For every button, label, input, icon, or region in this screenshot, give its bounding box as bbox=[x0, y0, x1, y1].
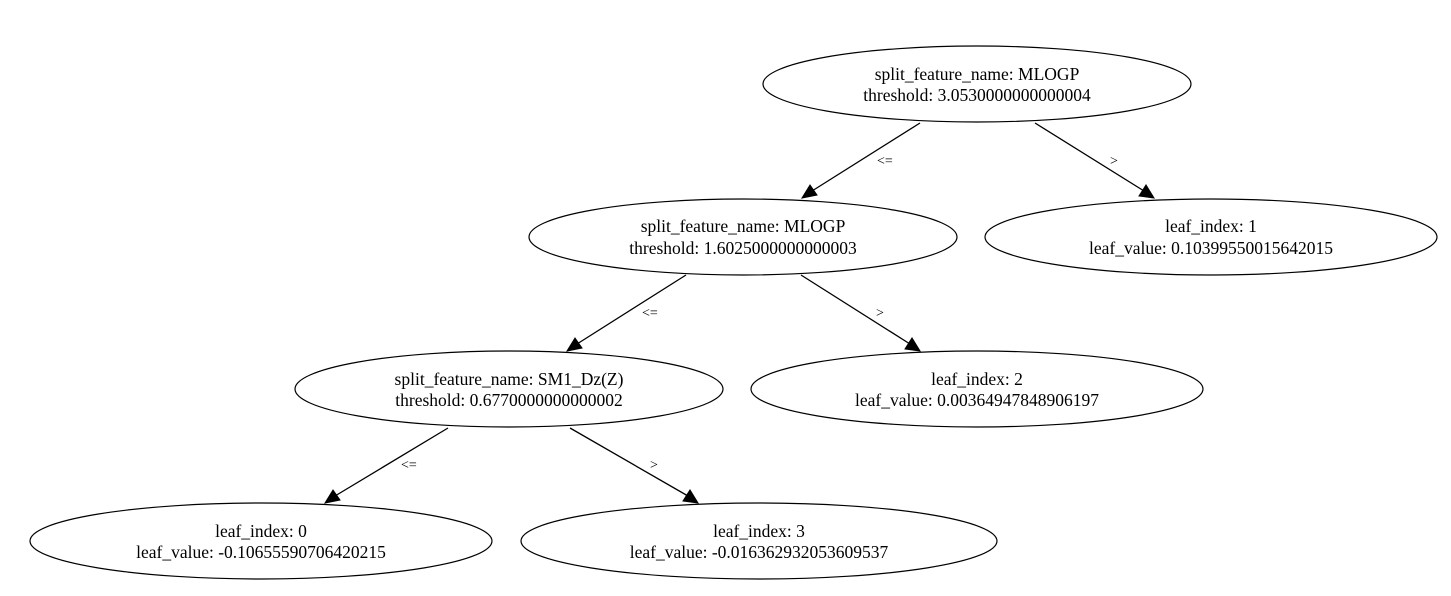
edge-split0-leaf1: > bbox=[1034, 122, 1155, 199]
leaf-node-ellipse bbox=[984, 198, 1438, 276]
edge-label: > bbox=[876, 306, 884, 321]
node-split0: split_feature_name: MLOGP threshold: 3.0… bbox=[762, 45, 1192, 123]
edge-line bbox=[576, 274, 687, 345]
edge-split2-leaf3: > bbox=[569, 427, 699, 504]
edge-split0-split1: <= bbox=[800, 122, 921, 199]
node-leaf-index-label: leaf_index: 2 bbox=[931, 369, 1023, 389]
node-leaf3: leaf_index: 3 leaf_value: -0.01636293205… bbox=[520, 502, 998, 580]
node-leaf-index-label: leaf_index: 1 bbox=[1165, 216, 1257, 236]
arrowhead-icon bbox=[323, 489, 341, 504]
node-leaf-value-label: leaf_value: 0.00364947848906197 bbox=[855, 390, 1099, 410]
edge-split1-leaf2: > bbox=[800, 274, 921, 352]
node-leaf0: leaf_index: 0 leaf_value: -0.10655590706… bbox=[29, 502, 493, 580]
arrowhead-icon bbox=[1138, 184, 1155, 199]
edge-label: <= bbox=[401, 458, 417, 473]
node-split1: split_feature_name: MLOGP threshold: 1.6… bbox=[528, 198, 958, 276]
arrowhead-icon bbox=[682, 489, 699, 504]
edge-line bbox=[800, 274, 911, 345]
split-node-ellipse bbox=[294, 350, 724, 428]
node-feature-label: split_feature_name: SM1_Dz(Z) bbox=[395, 369, 624, 389]
node-leaf2: leaf_index: 2 leaf_value: 0.003649478489… bbox=[750, 350, 1204, 428]
node-leaf-value-label: leaf_value: -0.10655590706420215 bbox=[136, 542, 386, 562]
split-node-ellipse bbox=[762, 45, 1192, 123]
split-node-ellipse bbox=[528, 198, 958, 276]
arrowhead-icon bbox=[904, 337, 921, 352]
node-threshold-label: threshold: 3.0530000000000004 bbox=[863, 85, 1091, 105]
node-leaf-value-label: leaf_value: 0.10399550015642015 bbox=[1089, 238, 1333, 258]
edge-label: <= bbox=[642, 306, 658, 321]
arrowhead-icon bbox=[565, 337, 583, 352]
node-leaf-index-label: leaf_index: 0 bbox=[215, 521, 307, 541]
arrowhead-icon bbox=[800, 184, 818, 199]
node-feature-label: split_feature_name: MLOGP bbox=[641, 216, 846, 236]
edge-label: > bbox=[1110, 154, 1118, 169]
node-split2: split_feature_name: SM1_Dz(Z) threshold:… bbox=[294, 350, 724, 428]
leaf-node-ellipse bbox=[29, 502, 493, 580]
edge-line bbox=[569, 427, 689, 497]
node-feature-label: split_feature_name: MLOGP bbox=[875, 64, 1080, 84]
edge-line bbox=[811, 122, 921, 192]
node-threshold-label: threshold: 1.6025000000000003 bbox=[629, 238, 857, 258]
leaf-node-ellipse bbox=[520, 502, 998, 580]
node-threshold-label: threshold: 0.6770000000000002 bbox=[395, 390, 623, 410]
edge-line bbox=[334, 427, 449, 497]
edge-line bbox=[1034, 122, 1145, 192]
edge-split2-leaf0: <= bbox=[323, 427, 449, 504]
edge-split1-split2: <= bbox=[565, 274, 687, 352]
node-leaf-value-label: leaf_value: -0.016362932053609537 bbox=[630, 542, 889, 562]
edge-label: > bbox=[650, 458, 658, 473]
node-leaf-index-label: leaf_index: 3 bbox=[713, 521, 805, 541]
edge-label: <= bbox=[877, 154, 893, 169]
leaf-node-ellipse bbox=[750, 350, 1204, 428]
node-leaf1: leaf_index: 1 leaf_value: 0.103995500156… bbox=[984, 198, 1438, 276]
